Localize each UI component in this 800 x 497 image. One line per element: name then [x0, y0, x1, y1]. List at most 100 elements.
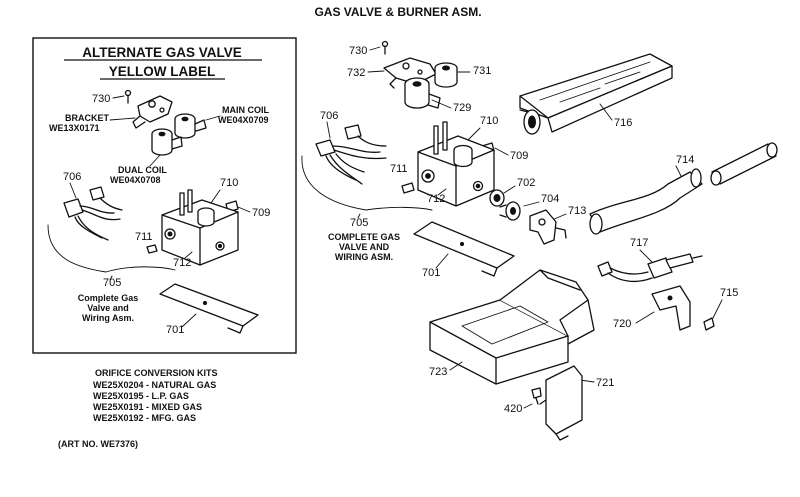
inset-dual-coil	[151, 128, 183, 156]
leader-702	[503, 185, 516, 194]
callout-702: 702	[517, 177, 535, 189]
leader-732	[367, 70, 385, 73]
orifice-item-4: WE25X0192 - MFG. GAS	[93, 413, 196, 423]
orifice-item-1: WE25X0204 - NATURAL GAS	[93, 380, 216, 390]
orifice-heading: ORIFICE CONVERSION KITS	[95, 368, 218, 378]
leader-717	[639, 249, 653, 263]
part-704	[499, 201, 521, 221]
inset-leader-bracket	[109, 117, 136, 121]
inset-callout-705: 705	[103, 277, 121, 289]
inset-complete-line2: Valve and	[87, 303, 129, 313]
inset-bracket	[132, 95, 173, 129]
inset-bracket-part: WE13X0171	[49, 123, 100, 133]
leader-706	[326, 121, 331, 139]
leader-715	[712, 299, 723, 319]
leader-730	[369, 46, 381, 51]
inset-callout-706: 706	[63, 171, 81, 183]
callout-701: 701	[422, 267, 440, 279]
leader-723	[449, 361, 463, 371]
inset-leader-710	[210, 189, 221, 204]
callout-721: 721	[596, 377, 614, 389]
burner-716	[519, 53, 673, 135]
coil-731	[434, 62, 458, 88]
inset-leader-705	[109, 275, 113, 281]
inset-heading-1: ALTERNATE GAS VALVE	[82, 45, 242, 60]
diagram-title: GAS VALVE & BURNER ASM.	[314, 5, 481, 19]
leader-705	[357, 213, 361, 219]
inset-bracket-plate-701	[159, 283, 259, 334]
inset-brace-705	[47, 224, 176, 273]
complete-line2: VALVE AND	[339, 242, 390, 252]
inset-screw-730	[124, 89, 132, 104]
callout-711: 711	[390, 163, 408, 175]
complete-line3: WIRING ASM.	[335, 252, 393, 262]
inset-main-coil	[174, 113, 207, 139]
screw-420	[531, 387, 542, 405]
callout-712: 712	[427, 193, 445, 205]
leader-714	[675, 165, 683, 179]
inset-main-coil-label: MAIN COIL	[222, 105, 269, 115]
leader-701	[435, 253, 449, 269]
inset-callout-712: 712	[173, 257, 191, 269]
callout-714: 714	[676, 154, 694, 166]
inset-leader-712	[184, 251, 193, 259]
callout-729: 729	[453, 102, 471, 114]
inset-bracket-label: BRACKET	[65, 113, 110, 123]
inset-border	[32, 37, 297, 354]
inset-callout-709: 709	[252, 207, 270, 219]
inset-callout-701: 701	[166, 324, 184, 336]
igniter-717	[597, 253, 703, 283]
complete-line1: COMPLETE GAS	[328, 232, 400, 242]
callout-720: 720	[613, 318, 631, 330]
inset-gas-valve-body	[161, 189, 239, 266]
part-711	[401, 182, 415, 194]
coil-729	[404, 77, 441, 109]
inset-leader-730	[112, 95, 125, 99]
callout-717: 717	[630, 237, 648, 249]
leader-720	[635, 311, 655, 324]
inset-dual-coil-part: WE04X0708	[110, 175, 161, 185]
screw-730	[381, 40, 389, 55]
callout-420: 420	[504, 403, 522, 415]
callout-731: 731	[473, 65, 491, 77]
gas-valve-body	[417, 121, 495, 207]
callout-715: 715	[720, 287, 738, 299]
igniter-bracket-720	[651, 285, 691, 331]
callout-730: 730	[349, 45, 367, 57]
callout-732: 732	[347, 67, 365, 79]
inset-leader-706	[69, 182, 77, 199]
callout-704: 704	[541, 193, 559, 205]
leader-704	[523, 201, 540, 207]
inset-leader-701	[181, 313, 197, 328]
inset-callout-730: 730	[92, 93, 110, 105]
callout-713: 713	[568, 205, 586, 217]
inset-wiring-harness	[63, 186, 123, 241]
inset-callout-711: 711	[135, 231, 153, 243]
inset-complete-line1: Complete Gas	[78, 293, 139, 303]
part-702	[489, 189, 505, 207]
inset-main-coil-part: WE04X0709	[218, 115, 269, 125]
callout-716: 716	[614, 117, 632, 129]
shield-721	[539, 365, 583, 441]
inset-leader-709	[237, 206, 251, 213]
inset-callout-710: 710	[220, 177, 238, 189]
brace-705	[301, 155, 433, 211]
alternate-gas-valve-inset: ALTERNATE GAS VALVE YELLOW LABEL 730 BRA…	[32, 37, 297, 354]
leader-716	[599, 103, 613, 121]
coil-bracket-732	[383, 57, 437, 89]
inset-leader-dual-coil	[149, 154, 161, 167]
inset-part-711	[146, 244, 158, 254]
art-number: (ART NO. WE7376)	[58, 439, 138, 449]
callout-709: 709	[510, 150, 528, 162]
part-713	[529, 209, 567, 245]
burner-box-723	[429, 269, 595, 385]
main-assembly: 730 732 731 729	[301, 40, 778, 441]
leader-420	[523, 403, 533, 409]
leader-712	[437, 188, 447, 196]
inset-dual-coil-label: DUAL COIL	[118, 165, 167, 175]
callout-706: 706	[320, 110, 338, 122]
screw-715	[703, 317, 715, 331]
orifice-item-3: WE25X0191 - MIXED GAS	[93, 402, 202, 412]
